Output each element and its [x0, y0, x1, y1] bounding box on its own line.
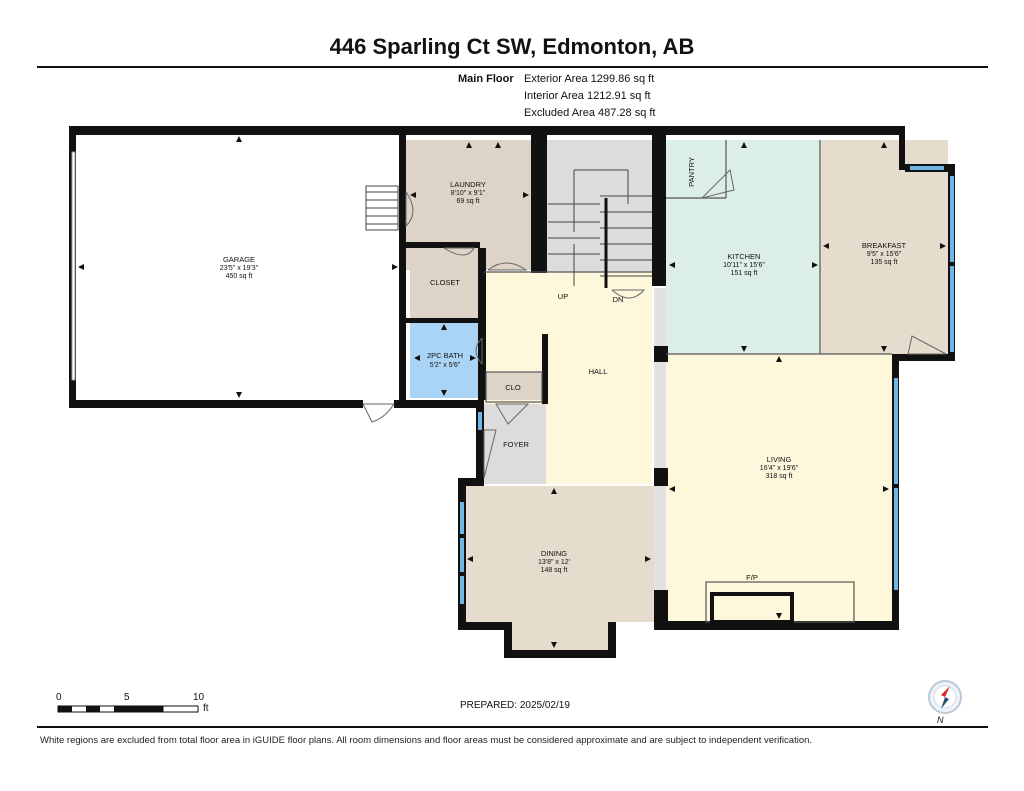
dining-dims: 13'8" x 12'	[538, 559, 570, 566]
garage-area: 450 sq ft	[226, 273, 253, 280]
top-divider	[37, 66, 988, 68]
scale-label-0: 0	[56, 692, 62, 703]
kitchen-area: 151 sq ft	[731, 270, 758, 277]
living-label: LIVING	[767, 455, 792, 464]
garage-fill	[75, 134, 402, 400]
interior-lines	[484, 140, 892, 624]
compass-label: N	[937, 715, 944, 725]
living-dims: 16'4" x 19'6"	[760, 465, 799, 472]
kitchen-label: KITCHEN	[728, 252, 761, 261]
stairs-up-label: UP	[558, 292, 568, 301]
pantry-label: PANTRY	[687, 157, 696, 187]
garage-door	[71, 151, 76, 381]
dimension-arrows	[78, 136, 946, 648]
breakfast-label: BREAKFAST	[862, 241, 907, 250]
floor-name: Main Floor	[458, 73, 514, 85]
interior-area: Interior Area 1212.91 sq ft	[524, 90, 651, 102]
doors	[362, 168, 947, 479]
hall-label: HALL	[589, 367, 608, 376]
living-fill	[666, 354, 892, 622]
garage-label: GARAGE	[223, 255, 255, 264]
stairs-fill	[546, 140, 652, 288]
prepared-date: PREPARED: 2025/02/19	[460, 700, 570, 711]
scale-bar	[57, 705, 199, 713]
disclaimer: White regions are excluded from total fl…	[40, 735, 813, 746]
dining-area: 148 sq ft	[541, 567, 568, 574]
clo-fill	[486, 372, 542, 400]
bottom-divider	[37, 726, 988, 728]
dining-label: DINING	[541, 549, 567, 558]
laundry-dims: 8'10" x 9'1"	[451, 190, 486, 197]
scale-unit: ft	[203, 703, 209, 714]
exterior-area: Exterior Area 1299.86 sq ft	[524, 73, 655, 85]
page-title: 446 Sparling Ct SW, Edmonton, AB	[329, 34, 695, 59]
closet-fill	[410, 246, 482, 318]
bath-dims: 5'2" x 5'6"	[430, 362, 461, 369]
scale-label-10: 10	[193, 692, 205, 703]
garage-dims: 23'5" x 19'3"	[220, 265, 259, 272]
stairs-down-label: DN	[613, 295, 624, 304]
laundry-label: LAUNDRY	[450, 180, 486, 189]
kitchen-fill	[666, 140, 820, 354]
windows	[460, 166, 954, 604]
closet-label: CLOSET	[430, 278, 460, 287]
opening-strip	[654, 288, 666, 622]
breakfast-dims: 9'5" x 15'6"	[867, 251, 902, 258]
fireplace-label: F/P	[746, 573, 758, 582]
dining-fill	[464, 486, 654, 652]
bath-label: 2PC BATH	[427, 351, 463, 360]
excluded-area: Excluded Area 487.28 sq ft	[524, 107, 656, 119]
compass-icon: N	[928, 680, 962, 725]
breakfast-area: 135 sq ft	[871, 259, 898, 266]
laundry-area: 69 sq ft	[457, 198, 480, 205]
kitchen-dims: 10'11" x 15'6"	[723, 262, 765, 269]
bath-fill	[410, 322, 480, 398]
breakfast-fill	[820, 140, 948, 354]
scale-label-5: 5	[124, 692, 130, 703]
stairs	[365, 169, 652, 288]
living-area: 318 sq ft	[766, 473, 793, 480]
foyer-label: FOYER	[503, 440, 529, 449]
clo-label: CLO	[505, 383, 521, 392]
